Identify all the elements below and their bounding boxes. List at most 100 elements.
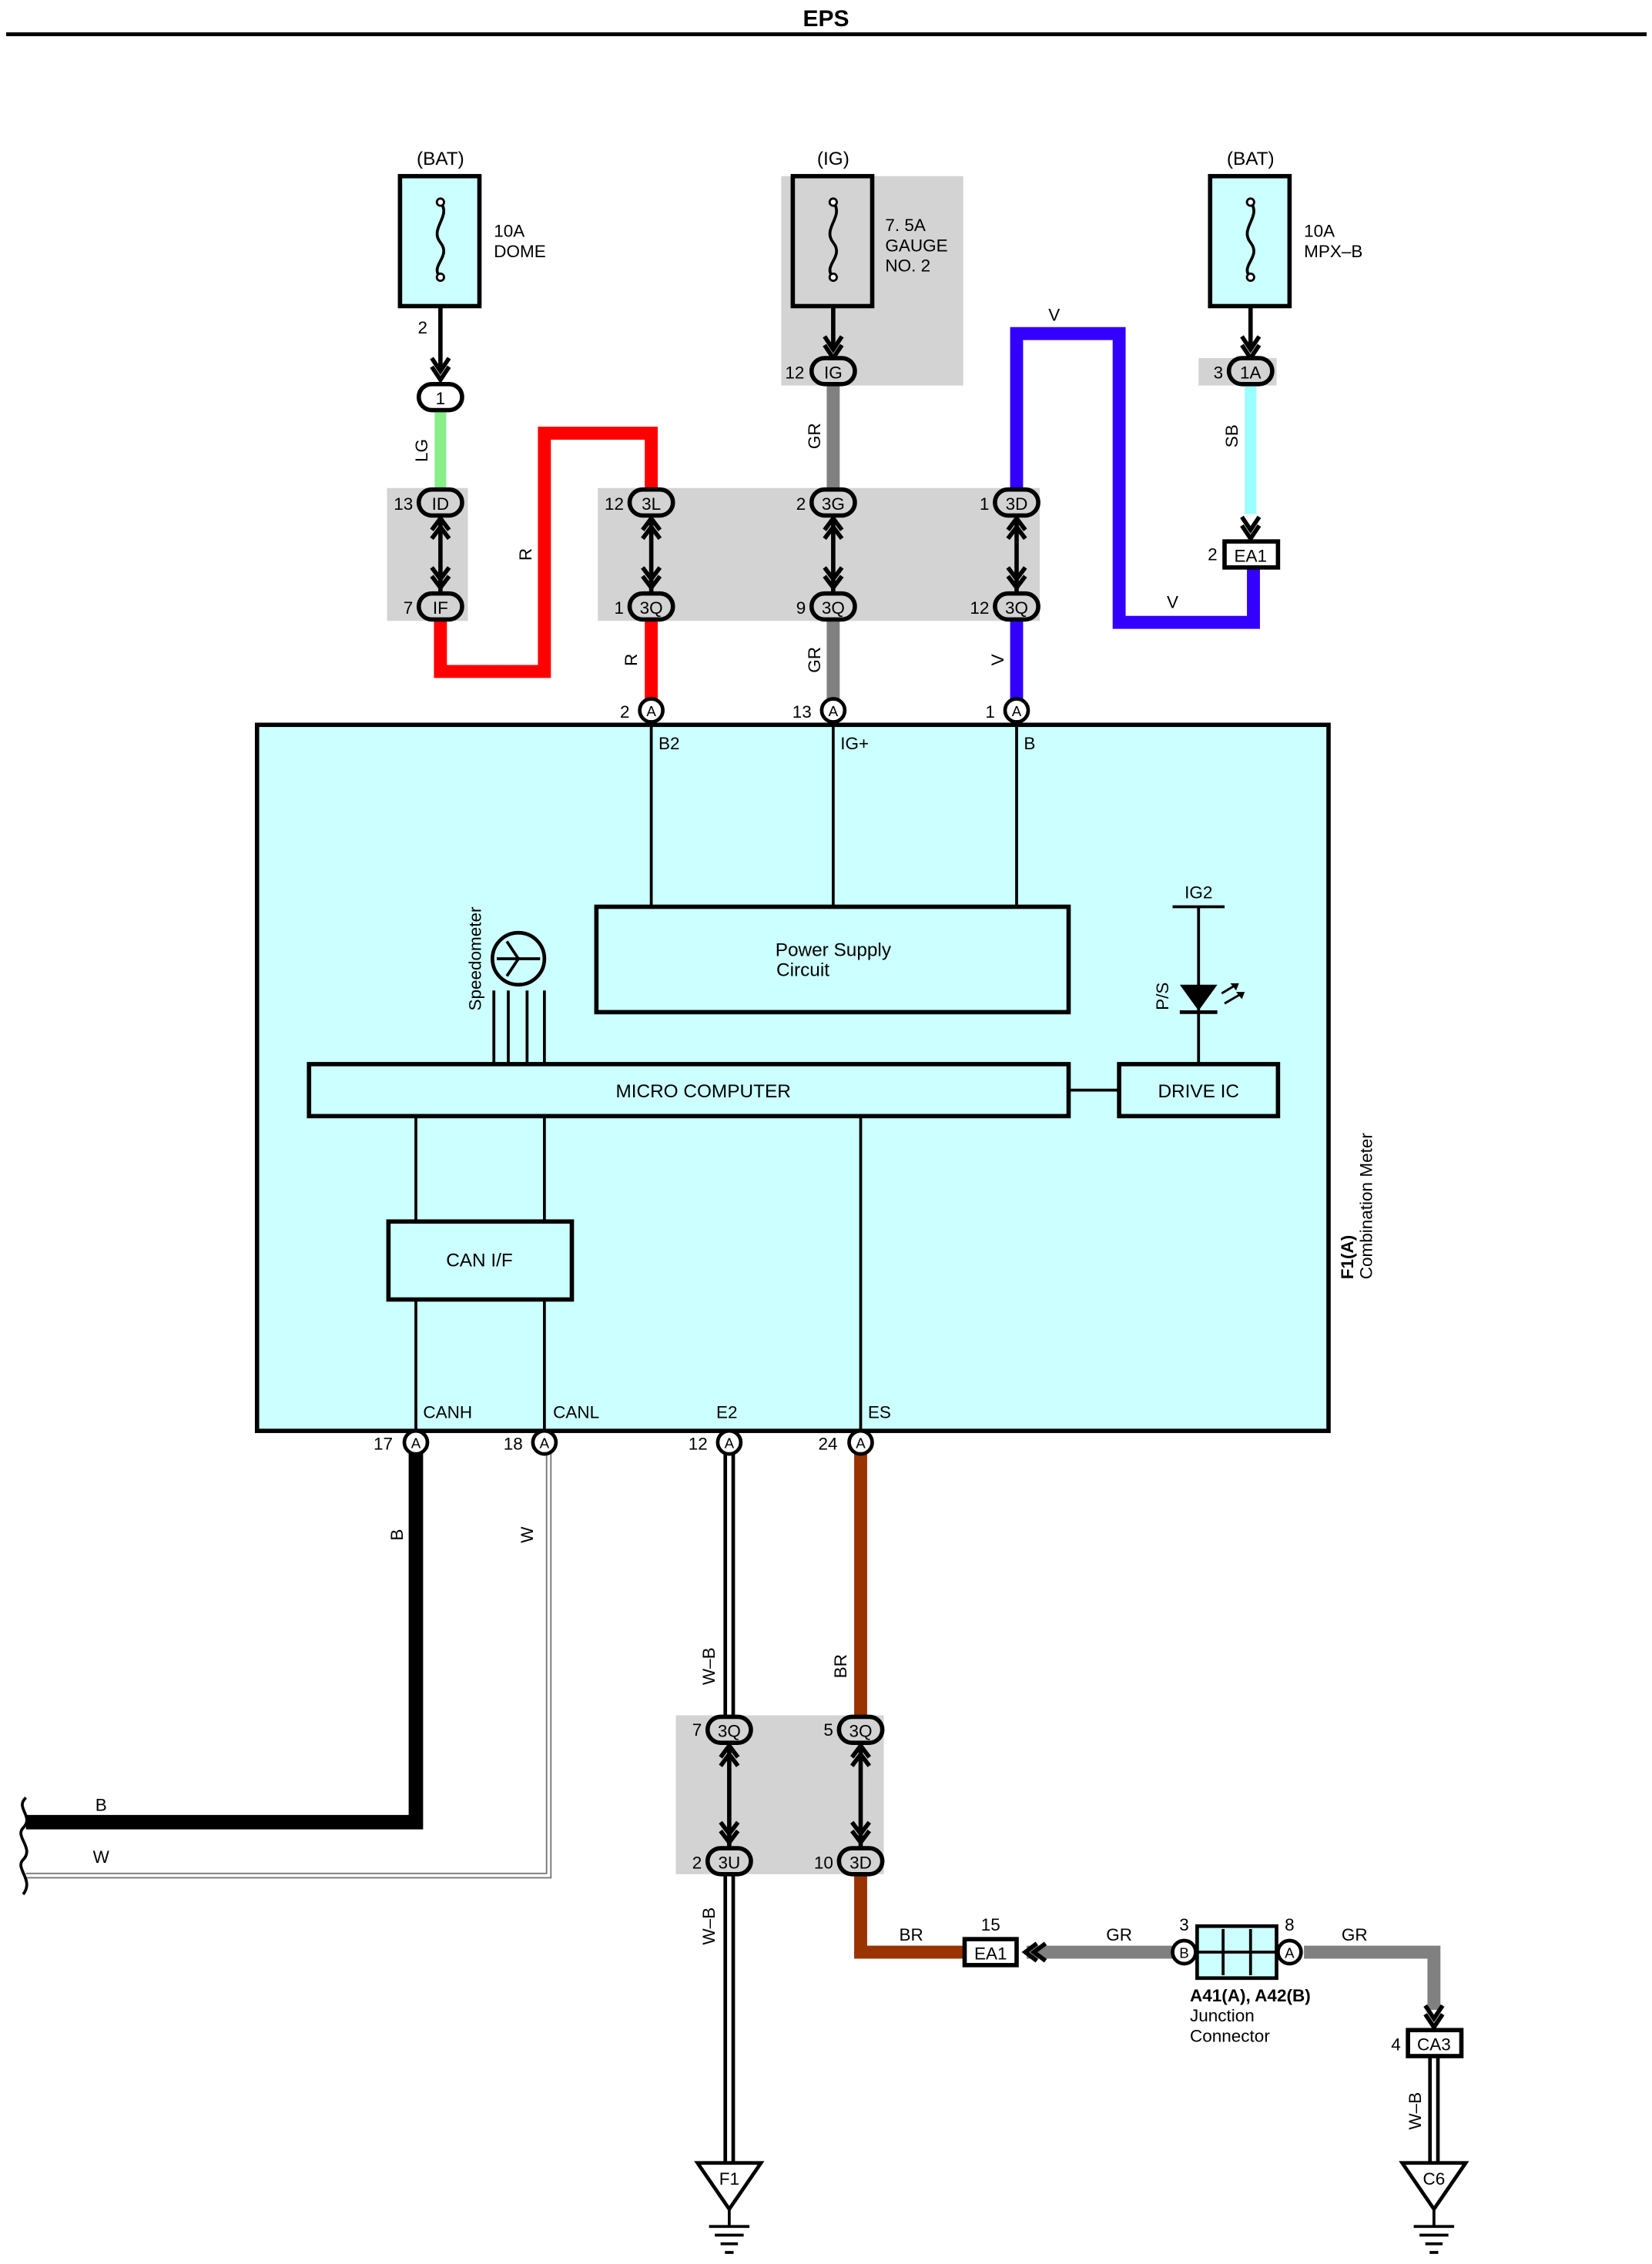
svg-text:3Q: 3Q (822, 598, 845, 618)
svg-text:3L: 3L (642, 494, 661, 514)
meter-terminal-a24: 24 A (818, 1428, 874, 1456)
svg-text:17: 17 (374, 1435, 393, 1454)
svg-text:Speedometer: Speedometer (465, 906, 484, 1011)
svg-text:Junction: Junction (1190, 2006, 1255, 2025)
svg-text:A: A (1285, 1945, 1295, 1961)
svg-text:CA3: CA3 (1417, 2035, 1451, 2055)
svg-text:EA1: EA1 (974, 1944, 1007, 1963)
connector-3l-3q: 12 3L 1 3Q (605, 487, 675, 622)
svg-text:DRIVE IC: DRIVE IC (1158, 1081, 1239, 1102)
ps-warning-led: IG2 P/S (1153, 882, 1245, 1014)
wire-label-gr2: GR (805, 647, 824, 673)
wire-label-br1: BR (831, 1654, 850, 1678)
wire-label-v-right: V (1167, 592, 1178, 611)
svg-text:4: 4 (1391, 2035, 1401, 2055)
svg-text:12: 12 (785, 363, 804, 382)
can-if: CAN I/F (386, 1219, 575, 1302)
svg-text:18: 18 (504, 1435, 523, 1454)
svg-text:7. 5A: 7. 5A (885, 216, 926, 235)
svg-text:13: 13 (394, 494, 413, 514)
svg-text:2: 2 (620, 702, 630, 722)
page-title: EPS (803, 6, 849, 32)
svg-text:A: A (411, 1435, 421, 1452)
svg-text:1: 1 (436, 389, 446, 408)
connector-3d-3q: 1 3D 12 3Q (970, 487, 1040, 622)
wire-label-r1: R (516, 548, 535, 561)
wire-label-wb3: W–B (1406, 2092, 1425, 2130)
wire-label-gr1: GR (805, 423, 824, 449)
wire-v-top (1010, 327, 1260, 629)
svg-text:1: 1 (985, 702, 995, 722)
svg-text:MPX–B: MPX–B (1304, 242, 1362, 261)
svg-text:5: 5 (823, 1720, 833, 1740)
title-rule (6, 32, 1647, 36)
svg-text:C6: C6 (1422, 2169, 1445, 2189)
svg-text:15: 15 (981, 1915, 1000, 1934)
svg-text:MICRO COMPUTER: MICRO COMPUTER (615, 1081, 790, 1102)
wire-label-v-top: V (1048, 305, 1060, 324)
svg-text:9: 9 (796, 598, 806, 618)
terminal-label-e2: E2 (716, 1402, 738, 1422)
svg-text:24: 24 (818, 1435, 837, 1454)
svg-text:Connector: Connector (1190, 2026, 1270, 2045)
wire-label-w2: W (93, 1847, 110, 1867)
connector-3q-3u: 7 3Q 2 3U (692, 1714, 753, 1877)
svg-text:8: 8 (1285, 1915, 1295, 1934)
meter-terminal-a12: 12 A (689, 1428, 743, 1456)
svg-text:2: 2 (1208, 545, 1218, 564)
svg-text:3Q: 3Q (718, 1722, 741, 1741)
svg-text:Combination Meter: Combination Meter (1356, 1133, 1376, 1280)
svg-text:3U: 3U (718, 1853, 740, 1872)
svg-text:IG2: IG2 (1185, 882, 1212, 902)
svg-text:3D: 3D (849, 1853, 872, 1872)
connector-1: 1 (416, 381, 464, 413)
connector-ig: 12 IG (785, 356, 857, 387)
svg-text:10A: 10A (1304, 222, 1335, 241)
connector-1a: 3 1A (1214, 356, 1275, 387)
terminal-label-es: ES (868, 1402, 891, 1422)
connector-3g-3q: 2 3G 9 3Q (796, 487, 857, 622)
wire-label-lg: LG (412, 439, 431, 462)
svg-text:A: A (856, 1435, 866, 1452)
fuse-dome: (BAT) 10A DOME 2 (397, 149, 546, 380)
svg-text:EA1: EA1 (1234, 546, 1267, 565)
svg-text:Circuit: Circuit (776, 960, 829, 981)
svg-text:3D: 3D (1006, 494, 1028, 514)
wire-label-br2: BR (899, 1925, 923, 1944)
svg-text:10A: 10A (494, 222, 524, 241)
meter-terminal-a18: 18 A (504, 1428, 558, 1456)
connector-id-if: 13 ID 7 IF (394, 487, 464, 622)
svg-text:GAUGE: GAUGE (885, 236, 947, 255)
svg-text:F1(A): F1(A) (1338, 1235, 1357, 1280)
wire-b-canh (25, 1452, 424, 1830)
meter-terminal-a13: 13 A IG+ (792, 697, 869, 753)
svg-text:A: A (829, 703, 839, 719)
connector-ca3: 4 CA3 (1391, 2005, 1464, 2058)
wire-label-wb2: W–B (699, 1907, 719, 1945)
terminal-label-canh: CANH (423, 1402, 472, 1422)
svg-text:(BAT): (BAT) (417, 149, 464, 169)
micro-computer: MICRO COMPUTER (307, 1062, 1071, 1119)
wire-r-left (434, 427, 658, 678)
wire-label-w1: W (518, 1526, 537, 1543)
svg-text:3: 3 (1179, 1915, 1189, 1934)
svg-text:ID: ID (432, 494, 450, 514)
junction-connector-a41-a42: 3 B 8 A A41(A), A42(B) Junction Connecto… (1171, 1915, 1311, 2045)
svg-text:12: 12 (970, 598, 989, 618)
wire-br-low (854, 1874, 965, 1959)
svg-text:(BAT): (BAT) (1227, 149, 1275, 169)
svg-text:7: 7 (692, 1720, 702, 1740)
ground-c6: C6 (1399, 2161, 1469, 2254)
svg-text:IF: IF (433, 598, 448, 618)
ground-f1: F1 (694, 2161, 765, 2254)
svg-text:12: 12 (605, 494, 624, 514)
svg-text:13: 13 (792, 702, 812, 722)
wire-label-b2: B (96, 1795, 107, 1814)
svg-text:NO. 2: NO. 2 (885, 256, 930, 276)
svg-text:IG+: IG+ (840, 734, 869, 753)
svg-text:DOME: DOME (494, 242, 546, 261)
svg-text:A: A (725, 1435, 735, 1452)
wire-label-b1: B (387, 1529, 407, 1541)
svg-text:B: B (1024, 734, 1035, 753)
